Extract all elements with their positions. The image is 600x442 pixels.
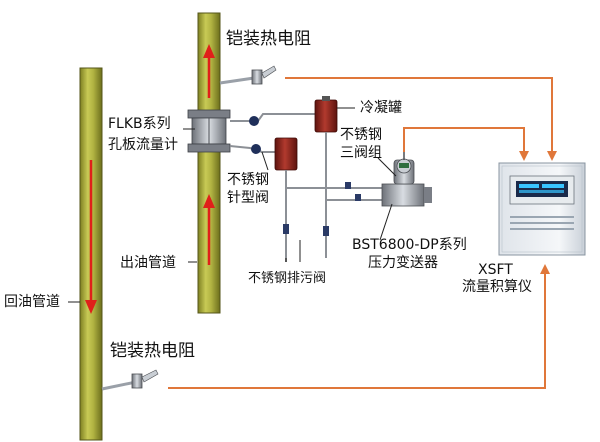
impulse-tube-upper [230,113,327,132]
drain-line-right [323,132,329,258]
flow-totalizer-cabinet [498,162,586,256]
condensate-tank-label: 冷凝罐 [360,100,402,116]
outlet-oil-pipe [197,12,221,314]
needle-valve-label-line1: 不锈钢 [227,172,269,188]
return-flow-arrow [85,160,97,314]
rtd-top [219,65,277,85]
condensate-tank-lower [274,137,298,171]
needle-valve-upper [249,116,259,126]
signal-line-bottom-rtd [168,264,550,389]
totalizer-label-line2: 流量积算仪 [462,279,532,295]
totalizer-label-line1: XSFT [478,262,513,278]
rtd-top-label: 铠装热电阻 [226,29,311,49]
rtd-bottom [101,369,159,391]
needle-valve-label-line2: 针型阀 [227,190,269,206]
drain-line-left [283,170,289,262]
outlet-flow-arrow-upper [203,44,215,98]
signal-line-top-rtd [285,77,557,161]
outlet-pipe-label: 出油管道 [120,255,176,271]
condensate-tank-upper [314,96,338,133]
orifice-label: FLKB系列 [108,116,171,132]
drain-valve-label: 不锈钢排污阀 [248,271,327,286]
pressure-transmitter [393,150,415,185]
transmitter-label-line1: BST6800-DP系列 [352,237,467,253]
leader-lines [68,107,397,303]
return-pipe-label: 回油管道 [4,294,60,310]
transmitter-label-line2: 压力变送器 [368,255,438,271]
three-valve-label-line1: 不锈钢 [340,127,382,143]
rtd-bottom-label: 铠装热电阻 [110,341,195,361]
needle-valve-lower [251,144,261,154]
signal-line-transmitter [403,127,529,161]
outlet-flow-arrow-lower [203,194,215,265]
three-valve-manifold [381,183,432,207]
orifice-flowmeter [187,109,231,153]
orifice-sub-label: 孔板流量计 [108,137,178,153]
three-valve-label-line2: 三阀组 [340,145,382,161]
manifold-lines [286,182,390,201]
